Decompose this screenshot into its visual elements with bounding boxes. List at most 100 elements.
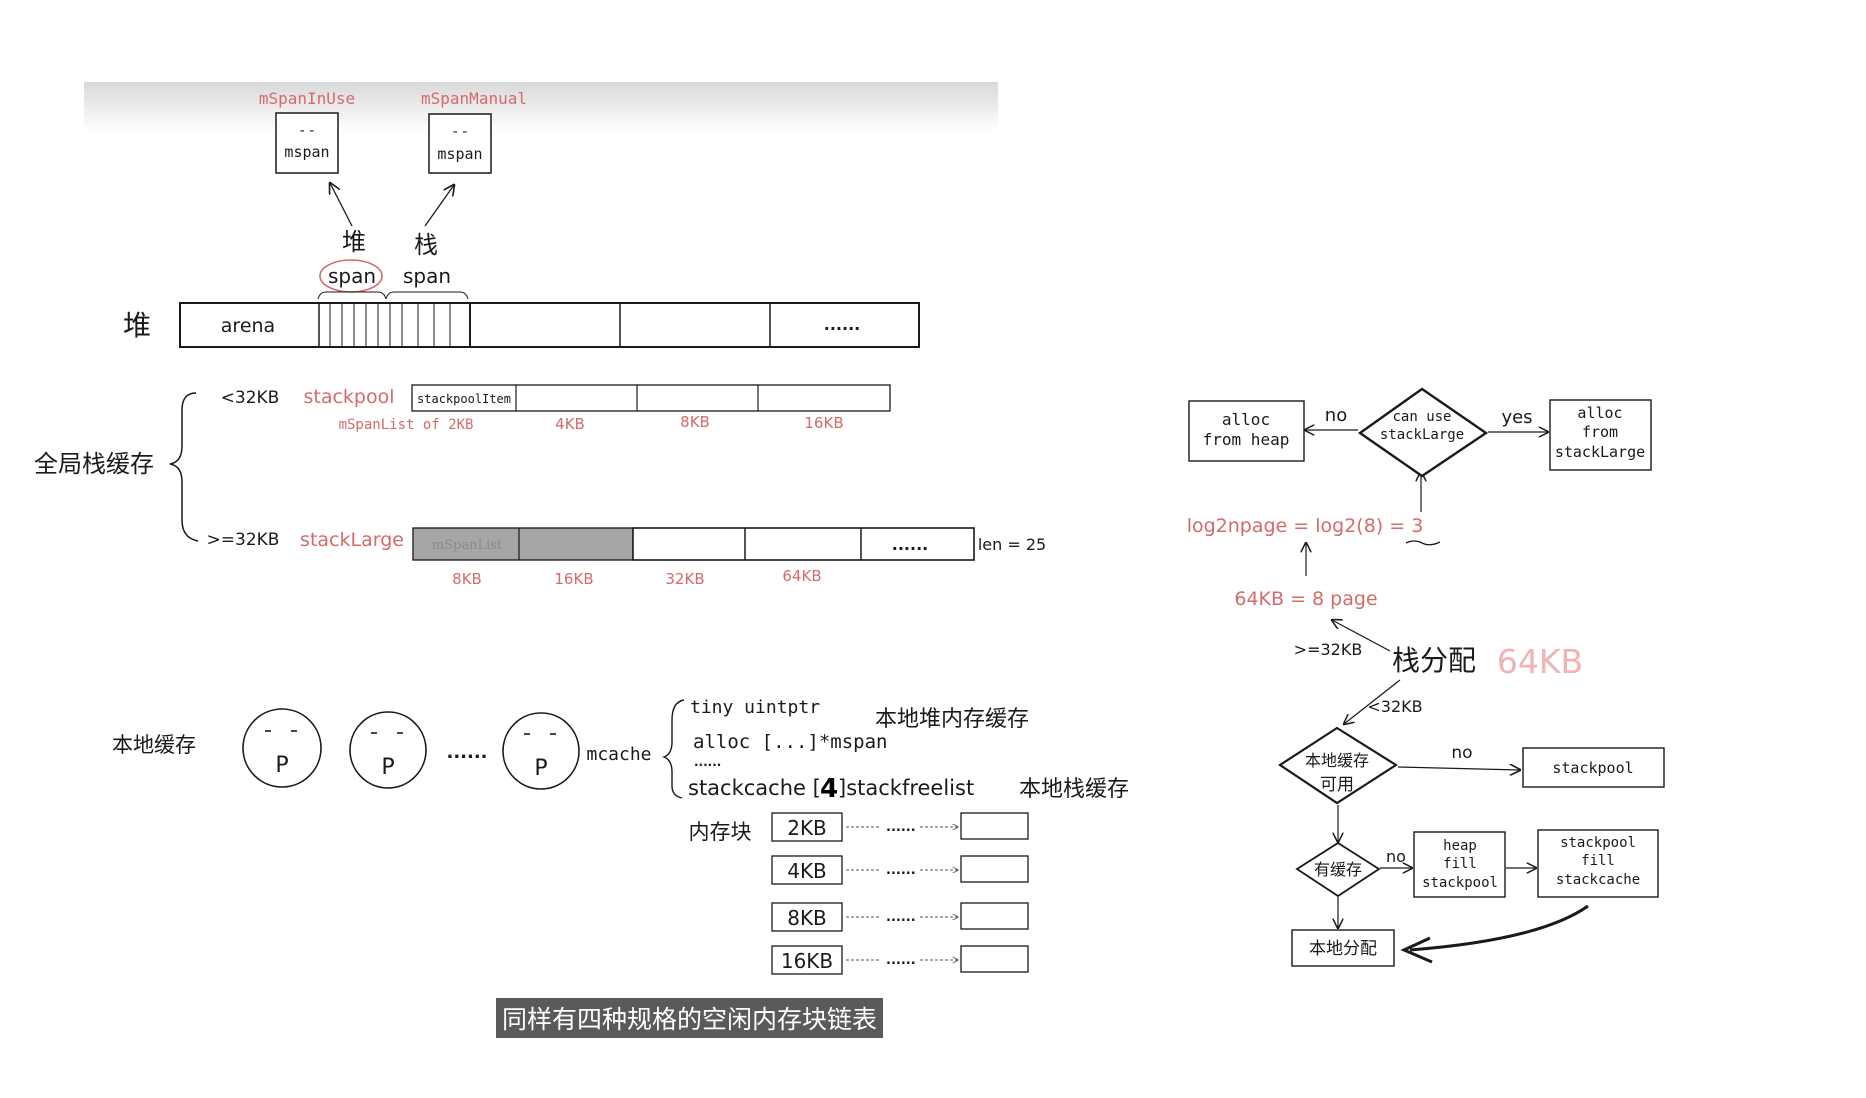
block-size-box bbox=[771, 812, 843, 842]
mcache-field-stackcache-b: ]stackfreelist bbox=[838, 776, 974, 800]
flow-log-calc: log2npage = log2(8) = 3 bbox=[1187, 515, 1424, 537]
box-text: 本地分配 bbox=[1309, 939, 1377, 959]
heap-label: 堆 bbox=[123, 309, 151, 342]
flow-large-branch: >=32KB bbox=[1294, 640, 1363, 659]
arrow-small-branch bbox=[1344, 679, 1401, 724]
box-outline bbox=[1291, 929, 1395, 967]
box-text-3: stackcache bbox=[1556, 872, 1640, 888]
memory-block-row: 4KB...... bbox=[771, 855, 1029, 885]
free-block bbox=[960, 855, 1029, 883]
global-cache-brace bbox=[169, 392, 199, 542]
box-outline bbox=[1549, 399, 1652, 471]
box-stackpool-fill: stackpool fill stackcache bbox=[1537, 829, 1659, 898]
p-circle bbox=[242, 708, 322, 788]
box-heap-fill: heap fill stackpool bbox=[1413, 831, 1506, 898]
block-size-label: 4KB bbox=[787, 859, 827, 883]
decision-text-1: 本地缓存 bbox=[1305, 751, 1369, 770]
decision-text-1: can use bbox=[1392, 409, 1451, 425]
box-alloc-heap: alloc from heap bbox=[1188, 400, 1305, 462]
box-alloc-large: alloc from stackLarge bbox=[1549, 399, 1652, 471]
box-outline bbox=[1522, 747, 1665, 788]
span-brace bbox=[317, 291, 387, 300]
box-text-1: heap bbox=[1443, 838, 1477, 854]
large-size-label: >=32KB bbox=[207, 530, 280, 550]
mcache-field-stackcache-a: stackcache [ bbox=[688, 776, 821, 800]
span-stack-title: 栈 bbox=[414, 231, 438, 259]
stacklarge-empty bbox=[632, 527, 975, 561]
decision-diamond bbox=[1277, 726, 1399, 805]
arena-label: arena bbox=[221, 315, 275, 337]
decision-diamond bbox=[1357, 387, 1489, 478]
arrow-local-no bbox=[1397, 767, 1520, 770]
mspan-face: - - bbox=[300, 123, 315, 139]
stacklarge-size-8kb: 8KB bbox=[452, 570, 482, 588]
arena-outline bbox=[179, 302, 920, 348]
span-heap-title: 堆 bbox=[342, 228, 366, 256]
stacklarge-size-16kb: 16KB bbox=[554, 570, 593, 588]
flow-small-branch: <32KB bbox=[1367, 697, 1422, 716]
decision-local: 本地缓存 可用 bbox=[1277, 726, 1399, 805]
mspan-in-use-label: mSpanInUse bbox=[259, 89, 355, 108]
box-text-2: from heap bbox=[1203, 430, 1290, 449]
label-no: no bbox=[1325, 405, 1347, 426]
block-dots: ...... bbox=[886, 910, 916, 925]
local-heap-cache-label: 本地堆内存缓存 bbox=[875, 707, 1029, 732]
page-ticks bbox=[329, 303, 451, 347]
decision-text-2: 可用 bbox=[1320, 775, 1354, 795]
stacklarge-array: mSpanList ...... bbox=[412, 527, 975, 561]
mcache-brace bbox=[662, 699, 685, 799]
mcache-field-dots: ...... bbox=[694, 755, 721, 769]
arena-ellipsis: ...... bbox=[824, 315, 860, 334]
block-size-label: 8KB bbox=[787, 906, 827, 930]
decision-text-2: stackLarge bbox=[1380, 427, 1464, 443]
box-stackpool: stackpool bbox=[1522, 747, 1665, 788]
free-block bbox=[960, 902, 1029, 930]
span-brace bbox=[385, 291, 469, 300]
p-label: P bbox=[534, 756, 547, 781]
local-cache-label: 本地缓存 bbox=[112, 733, 196, 757]
stackpool-outline bbox=[411, 384, 891, 412]
box-local-alloc: 本地分配 bbox=[1291, 929, 1395, 967]
mspanlist-label: mSpanList bbox=[432, 538, 503, 553]
mspan-manual: mSpanManual - - mspan bbox=[421, 89, 527, 174]
log-underline bbox=[1405, 540, 1441, 546]
block-dots: ...... bbox=[886, 953, 916, 968]
p-face: P bbox=[502, 712, 580, 790]
arrow-heap-span bbox=[330, 183, 353, 227]
memory-block-rows: 2KB......4KB......8KB......16KB...... bbox=[771, 812, 1029, 975]
mcache-field-tiny: tiny uintptr bbox=[690, 697, 820, 718]
block-size-box bbox=[771, 855, 843, 885]
p-face: P bbox=[349, 711, 427, 789]
header-shade bbox=[84, 82, 998, 132]
decision-stacklarge: can use stackLarge bbox=[1357, 387, 1489, 478]
curved-arrow-head bbox=[1400, 936, 1433, 964]
memory-block-row: 2KB...... bbox=[771, 812, 1029, 842]
memory-block-label: 内存块 bbox=[689, 820, 752, 844]
stacklarge-size-32kb: 32KB bbox=[665, 570, 704, 588]
stackpool-size-8kb: 8KB bbox=[680, 413, 710, 431]
mspan-manual-label: mSpanManual bbox=[421, 89, 527, 108]
free-block bbox=[960, 812, 1029, 840]
p-ellipsis: ...... bbox=[446, 742, 487, 763]
subtitle: 同样有四种规格的空闲内存块链表 bbox=[496, 998, 884, 1038]
box-text-3: stackLarge bbox=[1555, 443, 1645, 461]
box-outline bbox=[1413, 831, 1506, 898]
block-size-label: 2KB bbox=[787, 816, 827, 840]
stackpool-size-2kb: mSpanList of 2KB bbox=[339, 417, 474, 433]
mspan-box bbox=[275, 112, 339, 174]
mcache-field-alloc: alloc [...]*mspan bbox=[693, 731, 887, 753]
global-cache-label: 全局栈缓存 bbox=[34, 450, 154, 478]
block-dots: ...... bbox=[886, 863, 916, 878]
box-text-1: alloc bbox=[1222, 410, 1270, 429]
stackpool-size-16kb: 16KB bbox=[804, 414, 843, 432]
block-size-label: 16KB bbox=[781, 949, 833, 973]
box-text-2: fill bbox=[1581, 853, 1615, 869]
p-label: P bbox=[381, 755, 394, 780]
stacklarge-size-64kb: 64KB bbox=[782, 567, 821, 585]
arrow-stack-span bbox=[424, 185, 454, 227]
label-yes: yes bbox=[1501, 407, 1532, 428]
mspan-face: - - bbox=[453, 124, 468, 140]
span-heap-label: span bbox=[328, 264, 376, 288]
box-text-3: stackpool bbox=[1422, 875, 1498, 891]
